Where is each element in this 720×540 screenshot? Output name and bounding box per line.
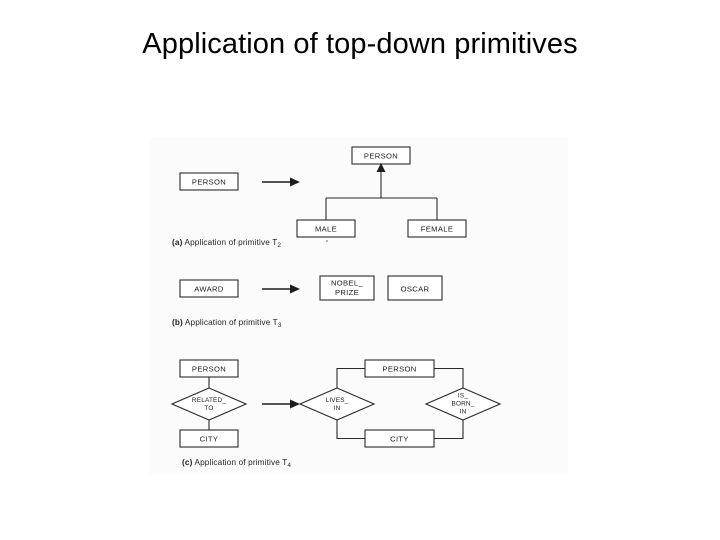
caption-prefix: (a) [172,238,183,247]
relationship-label-line2: TO [204,405,213,412]
entity-label: PERSON [192,178,226,187]
entity-label: PERSON [382,365,416,374]
section-a-transform-arrow-icon [262,177,300,187]
section-c-result-entity-city: CITY [364,429,435,448]
caption-section-c: (c) Application of primitive T4 [182,458,291,469]
relationship-label-line3: IN [460,409,467,416]
entity-label: PERSON [364,152,398,161]
section-a-generalization-connector [325,163,438,220]
entity-label: MALE [315,225,337,234]
section-a-result-parent-person: PERSON [351,146,411,165]
section-c-source-relationship-related-to: RELATED_ TO [170,387,248,421]
section-a-source-entity-person: PERSON [179,172,239,191]
section-a-result-child-male: MALE [296,219,356,238]
relationship-label-line1: LIVES_ [326,397,349,404]
caption-subscript: 4 [287,462,292,469]
relationship-label-line2: IN [334,405,341,412]
entity-label: OSCAR [401,285,430,294]
entity-label: CITY [200,435,219,444]
entity-label-line2: PRIZE [335,288,359,297]
section-a-result-child-female: FEMALE [407,219,467,238]
section-c-result-ring-connectors [336,367,464,440]
section-c-result-relationship-lives-in: LIVES_ IN [298,387,376,421]
caption-text: Application of primitive T [184,318,278,327]
entity-label-line1: NOBEL_ [331,279,363,288]
entity-label: AWARD [194,285,224,294]
entity-label: FEMALE [421,225,453,234]
scan-speck [326,240,328,242]
page-title: Application of top-down primitives [142,28,578,60]
caption-subscript: 2 [277,242,282,249]
caption-text: Application of primitive T [194,458,288,467]
section-c-result-relationship-is-born-in: IS_ BORN_ IN [424,387,502,421]
figure-panel: PERSON PERSON MALE [150,138,568,474]
caption-prefix: (c) [182,458,193,467]
figure-diagram: PERSON PERSON MALE [170,146,502,448]
section-b-result-entity-nobel-prize: NOBEL_ PRIZE [319,275,375,301]
entity-label: PERSON [192,365,226,374]
caption-text: Application of primitive T [184,238,278,247]
caption-section-b: (b) Application of primitive T3 [172,318,282,329]
section-b-source-entity-award: AWARD [179,279,239,298]
section-b-result-entity-oscar: OSCAR [387,275,443,301]
section-c-source-entity-city: CITY [179,429,239,448]
caption-section-a: (a) Application of primitive T2 [172,238,281,249]
section-c-result-entity-person: PERSON [364,359,435,378]
section-b-transform-arrow-icon [262,284,300,294]
relationship-label-line1: IS_ [458,393,468,400]
entity-label: CITY [390,435,409,444]
relationship-label-line2: BORN_ [451,401,474,408]
caption-subscript: 3 [277,322,282,329]
section-c-source-entity-person: PERSON [179,359,239,378]
section-c-transform-arrow-icon [262,399,300,409]
relationship-label-line1: RELATED_ [192,397,226,404]
caption-prefix: (b) [172,318,183,327]
